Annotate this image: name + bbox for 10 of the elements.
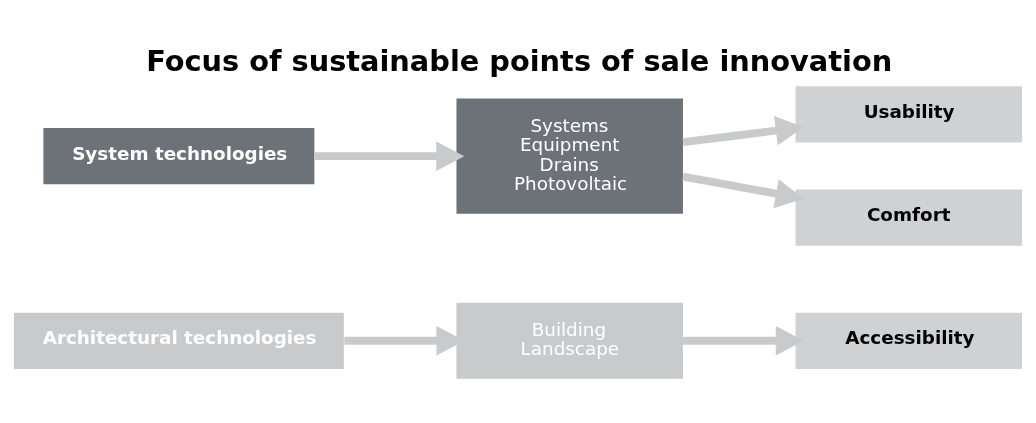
arrow — [683, 326, 804, 356]
diagram-title: Focus of sustainable points of sale innovation — [146, 44, 893, 79]
node-box: Systems Equipment Drains Photovoltaic — [456, 98, 683, 214]
arrow — [314, 141, 465, 171]
node-box: Usability — [795, 86, 1023, 143]
node-box: Accessibility — [795, 312, 1023, 369]
arrow — [682, 172, 804, 209]
arrow — [682, 116, 804, 147]
node-box: Comfort — [795, 189, 1023, 246]
node-box: System technologies — [43, 128, 315, 185]
